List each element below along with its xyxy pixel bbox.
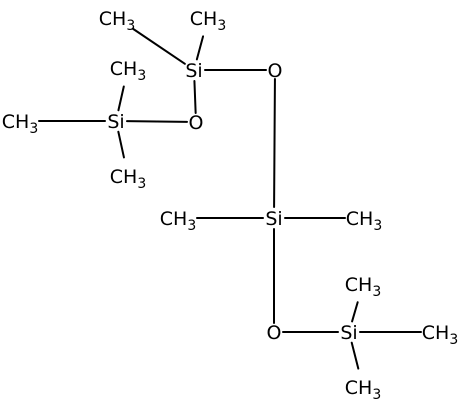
atom-label-si2: Si: [107, 111, 124, 133]
atom-label-o3: O: [267, 322, 282, 344]
atom-label-si3_me1: CH3: [160, 208, 196, 234]
atom-label-o1: O: [268, 60, 283, 82]
bond-o1-si3: [273, 77, 276, 209]
atom-label-si3: Si: [265, 208, 282, 230]
bond-si2-si2_me1: [117, 85, 125, 112]
atom-label-si4_me1: CH3: [345, 274, 381, 300]
bond-si4-si4_me2: [350, 341, 360, 370]
atom-label-si4: Si: [340, 322, 357, 344]
bond-o2-si2: [125, 120, 189, 123]
atom-label-si4_me2: CH3: [345, 377, 381, 400]
atom-label-si2_me2: CH3: [110, 166, 146, 192]
atom-label-si4_me3: CH3: [422, 322, 458, 348]
atom-label-si2_me1: CH3: [110, 58, 146, 84]
atom-label-si1_me1: CH3: [99, 8, 135, 34]
bond-layer: [38, 27, 422, 370]
atom-label-si3_me2: CH3: [346, 208, 382, 234]
atom-label-si1: Si: [185, 60, 202, 82]
bond-si2-si2_me2: [117, 130, 125, 159]
atom-label-si2_me3: CH3: [2, 111, 38, 137]
bond-si1-si1_me2: [195, 35, 205, 61]
bond-si1-o2: [193, 79, 197, 115]
atom-label-si1_me2: CH3: [190, 8, 226, 34]
bond-si4-si4_me1: [351, 301, 359, 323]
bond-si1-si1_me1: [131, 27, 186, 65]
atom-label-o2: O: [189, 112, 204, 134]
